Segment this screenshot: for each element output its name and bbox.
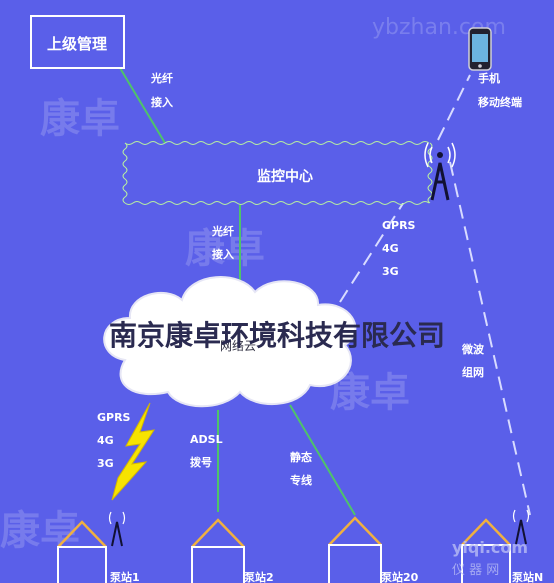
access-label: 接入 <box>212 247 234 261</box>
network-cloud-icon <box>103 276 357 408</box>
station-roof-icon <box>328 516 382 546</box>
superior-management-box <box>30 15 125 69</box>
antenna-icon <box>512 509 530 545</box>
antenna-icon <box>108 511 126 547</box>
monitor-center-border <box>122 142 128 204</box>
pump-station-1 <box>57 511 126 583</box>
station-20-label: 泵站20 <box>381 570 419 583</box>
station-building-icon <box>328 544 382 583</box>
lightning-icon <box>111 402 156 501</box>
network-group-label: 组网 <box>462 365 484 379</box>
microwave-link <box>449 161 531 516</box>
watermark-corner: yiqi.com <box>452 538 528 557</box>
4g-label: 4G <box>97 434 114 447</box>
monitor-center-border <box>124 141 430 145</box>
mobile-phone-icon <box>468 27 492 71</box>
station-roof-icon <box>57 520 107 548</box>
monitor-center-box <box>125 143 430 203</box>
mobile-wireless-link <box>437 74 471 141</box>
watermark-brand: 康卓 <box>40 96 120 142</box>
mobile-label: 手机 <box>478 71 500 85</box>
static-line-link <box>289 404 356 516</box>
station-building-icon <box>57 546 107 583</box>
station-1-label: 泵站1 <box>110 570 140 583</box>
station-building-icon <box>461 544 511 583</box>
dialup-label: 拨号 <box>190 455 212 469</box>
gprs-label: GPRS <box>382 219 416 232</box>
3g-label: 3G <box>97 457 114 470</box>
pump-station-20 <box>328 516 382 583</box>
gprs-label: GPRS <box>97 411 131 424</box>
dedicated-line-label: 专线 <box>290 473 312 487</box>
superior-management-label: 上级管理 <box>47 35 107 53</box>
station-n-label: 泵站N <box>512 570 543 583</box>
monitor-center-label: 监控中心 <box>257 168 313 185</box>
station-roof-icon <box>461 518 511 546</box>
watermark-company: 南京康卓环境科技有限公司 <box>109 319 445 352</box>
watermark-corner-sub: 仪 器 网 <box>452 563 499 578</box>
monitor-center-border <box>124 201 430 205</box>
station-roof-icon <box>191 518 245 548</box>
station-building-icon <box>191 546 245 583</box>
adsl-label: ADSL <box>190 433 223 446</box>
microwave-label: 微波 <box>461 342 485 356</box>
monitor-center-border <box>427 142 433 204</box>
watermark-brand: 康卓 <box>185 226 265 272</box>
fiber-label: 光纤 <box>211 224 234 238</box>
network-cloud-label: 网络云 <box>220 338 256 353</box>
mobile-terminal-label: 移动终端 <box>478 95 522 109</box>
static-label: 静态 <box>290 450 312 464</box>
3g-label: 3G <box>382 265 399 278</box>
station-2-label: 泵站2 <box>244 570 274 583</box>
pump-station-2 <box>191 518 245 583</box>
4g-label: 4G <box>382 242 399 255</box>
radio-tower-icon <box>424 142 456 201</box>
fiber-link-superior <box>119 67 166 144</box>
fiber-label: 光纤 <box>150 71 173 85</box>
access-label: 接入 <box>151 95 173 109</box>
pump-station-n <box>461 509 530 583</box>
